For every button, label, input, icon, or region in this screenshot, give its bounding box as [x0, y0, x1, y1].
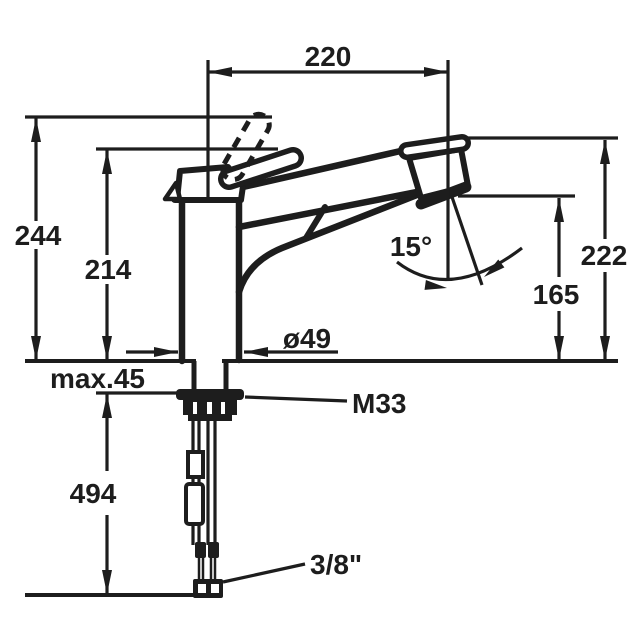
arrow-214-top	[102, 150, 112, 174]
mounting-washer	[176, 389, 244, 400]
arrow-dia49-right	[244, 347, 268, 357]
spout-top-edge	[239, 146, 409, 191]
spout-crease-line	[235, 188, 421, 231]
hose-connector-openings	[198, 584, 219, 593]
hose-ferrule-right	[208, 542, 219, 558]
arrow-220-left	[208, 67, 232, 77]
hose-ferrule-left	[195, 542, 206, 558]
label-outlet-height: 165	[533, 279, 580, 310]
faucet-body	[162, 134, 472, 365]
arrow-max45	[102, 394, 112, 418]
arrowheads	[31, 67, 610, 594]
arrow-222-top	[600, 140, 610, 164]
spout-under-profile	[235, 191, 421, 296]
arrow-dia49-left	[154, 347, 178, 357]
arrow-244-bottom	[31, 336, 41, 360]
hose-clip-lower	[184, 482, 205, 526]
label-thread-size: M33	[352, 388, 406, 419]
nut-facets	[193, 402, 225, 414]
handle-dashed-outline	[220, 111, 272, 183]
label-under-counter-length: 494	[70, 478, 117, 509]
label-hose-connection: 3/8"	[310, 549, 362, 580]
arrow-arc-left	[424, 279, 447, 290]
spray-outlet-face	[415, 181, 472, 210]
label-overall-height: 244	[15, 220, 62, 251]
arrow-214-bottom	[102, 336, 112, 360]
nut-flange	[188, 414, 232, 421]
label-swivel-angle: 15°	[390, 231, 432, 262]
label-base-diameter: ø49	[283, 323, 331, 354]
arrow-222-bottom	[600, 336, 610, 360]
angle-slant-line	[450, 196, 484, 286]
dimension-labels: 220 244 214 222 165 15° ø49 max.45 M33 4…	[15, 41, 628, 580]
arrow-494-bottom	[102, 570, 112, 594]
spray-head-cap-fill	[403, 139, 466, 155]
hose-clip-upper	[186, 450, 205, 479]
leader-m33	[244, 395, 348, 403]
arrow-165-bottom	[554, 336, 564, 360]
label-max-counter-thickness: max.45	[50, 363, 145, 394]
faucet-under-counter	[176, 359, 244, 598]
handle-raised-position	[220, 111, 272, 183]
shank-body	[196, 359, 222, 391]
label-spout-reach: 220	[305, 41, 352, 72]
label-handle-height: 214	[85, 254, 132, 285]
body-column	[184, 202, 237, 358]
hose-connector	[193, 579, 223, 598]
arrow-220-right	[424, 67, 448, 77]
leader-38	[222, 562, 306, 584]
angle-arc	[396, 246, 523, 281]
hose-tails	[197, 558, 217, 581]
label-outlet-max-height: 222	[581, 240, 628, 271]
arrow-165-top	[554, 198, 564, 222]
arrow-arc-right	[484, 259, 505, 277]
pullout-joint-line	[303, 204, 328, 241]
arrow-244-top	[31, 118, 41, 142]
housing-lever-tip	[162, 180, 183, 202]
reference-lines	[25, 359, 618, 597]
